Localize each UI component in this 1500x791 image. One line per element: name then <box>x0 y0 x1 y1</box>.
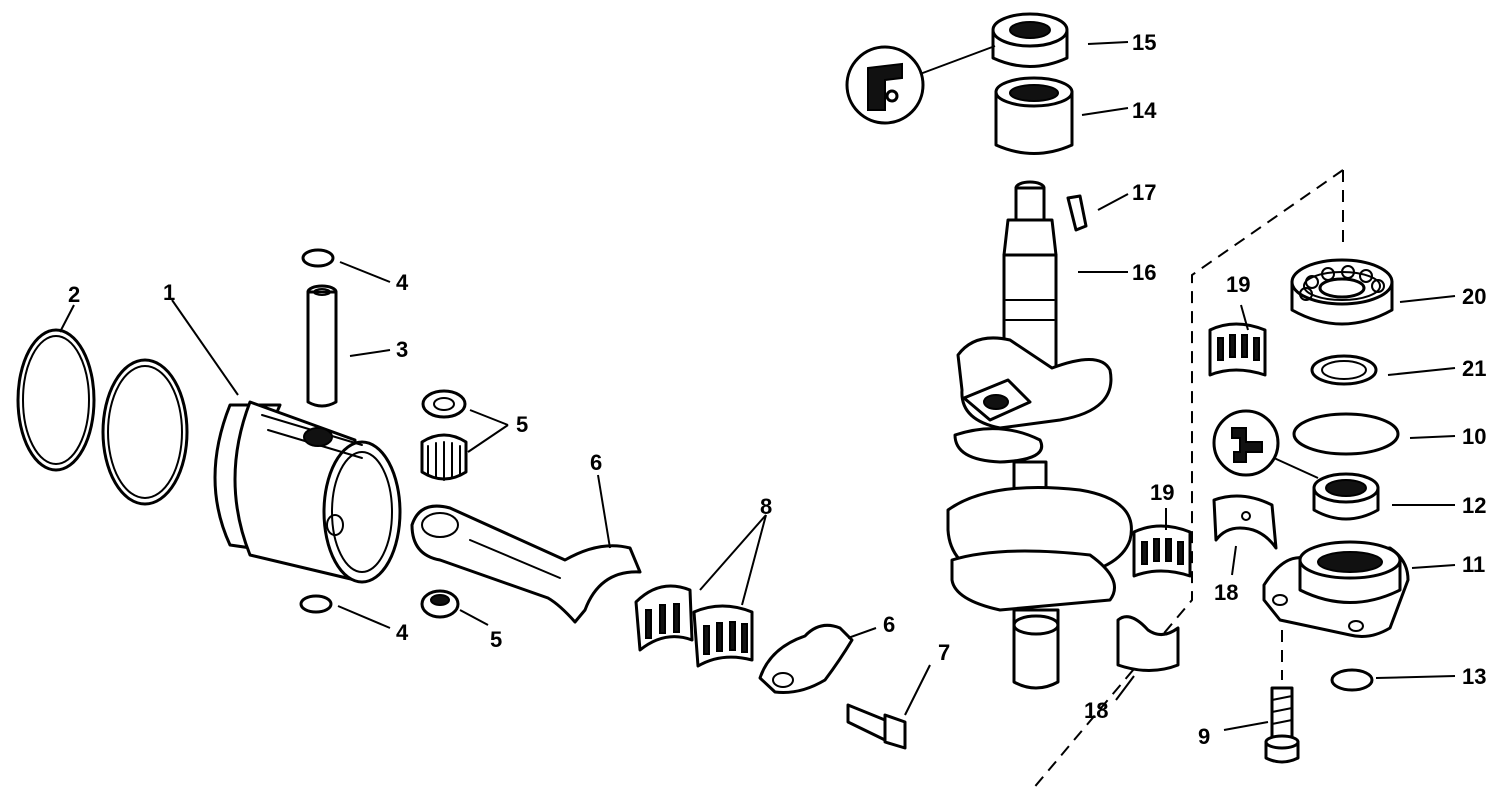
bearing-cage-8-b <box>692 604 754 668</box>
callout-16: 16 <box>1132 260 1156 285</box>
connecting-rod-6 <box>410 504 642 624</box>
callout-15: 15 <box>1132 30 1156 55</box>
o-ring-10 <box>1292 412 1400 456</box>
seal-12-detail-magnifier <box>1212 409 1319 479</box>
seal-15 <box>991 12 1069 68</box>
piston-ring <box>101 358 189 506</box>
bearing-half-18-lower <box>1116 615 1180 672</box>
callout-18: 18 <box>1084 698 1108 723</box>
callout-19: 19 <box>1226 272 1250 297</box>
bearing-cage-19-lower <box>1132 524 1192 578</box>
leader-lines <box>59 41 1456 731</box>
bolt-9 <box>1264 686 1300 764</box>
callout-4: 4 <box>396 270 409 295</box>
callout-8: 8 <box>760 494 772 519</box>
callout-11: 11 <box>1462 552 1485 577</box>
ball-bearing-20 <box>1290 258 1394 326</box>
callout-18: 18 <box>1214 580 1238 605</box>
retainer-4-bottom <box>299 594 333 614</box>
needle-bearing-5 <box>420 433 468 481</box>
retaining-ring-21 <box>1310 354 1378 386</box>
thrust-washer-5-top <box>421 389 467 419</box>
callout-17: 17 <box>1132 180 1156 205</box>
piston-1 <box>213 400 402 584</box>
retainer-4-top <box>301 248 335 268</box>
rod-cap-6 <box>758 623 854 694</box>
rod-bolt-7 <box>846 703 907 750</box>
callout-6: 6 <box>590 450 602 475</box>
bearing-cage-8-a <box>634 584 694 652</box>
callout-3: 3 <box>396 337 408 362</box>
callout-5: 5 <box>490 627 502 652</box>
seal-12 <box>1312 472 1380 521</box>
callout-labels: 1 2 3 4 4 5 5 6 6 7 8 9 10 11 12 13 14 1… <box>68 30 1486 749</box>
callout-13: 13 <box>1462 664 1486 689</box>
thrust-washer-5-bottom <box>420 589 460 619</box>
needle-bearing-14 <box>994 76 1074 155</box>
bearing-cage-19-upper <box>1208 322 1267 377</box>
callout-20: 20 <box>1462 284 1486 309</box>
callout-9: 9 <box>1198 724 1210 749</box>
seal-detail-magnifier <box>845 45 996 125</box>
callout-5: 5 <box>516 412 528 437</box>
callout-21: 21 <box>1462 356 1486 381</box>
callout-2: 2 <box>68 282 80 307</box>
callout-12: 12 <box>1462 493 1486 518</box>
alignment-line-right <box>1031 169 1344 791</box>
callout-14: 14 <box>1132 98 1157 123</box>
wrist-pin-3 <box>306 284 338 408</box>
callout-4: 4 <box>396 620 409 645</box>
washer-13 <box>1330 668 1374 692</box>
callout-19: 19 <box>1150 480 1174 505</box>
callout-6: 6 <box>883 612 895 637</box>
callout-7: 7 <box>938 640 950 665</box>
bearing-half-18-upper <box>1212 494 1278 550</box>
bearing-housing-11 <box>1262 540 1410 638</box>
piston-ring-2 <box>16 328 96 472</box>
key-17 <box>1066 194 1088 232</box>
crankshaft-16 <box>946 180 1133 690</box>
callout-10: 10 <box>1462 424 1486 449</box>
callout-1: 1 <box>163 280 175 305</box>
